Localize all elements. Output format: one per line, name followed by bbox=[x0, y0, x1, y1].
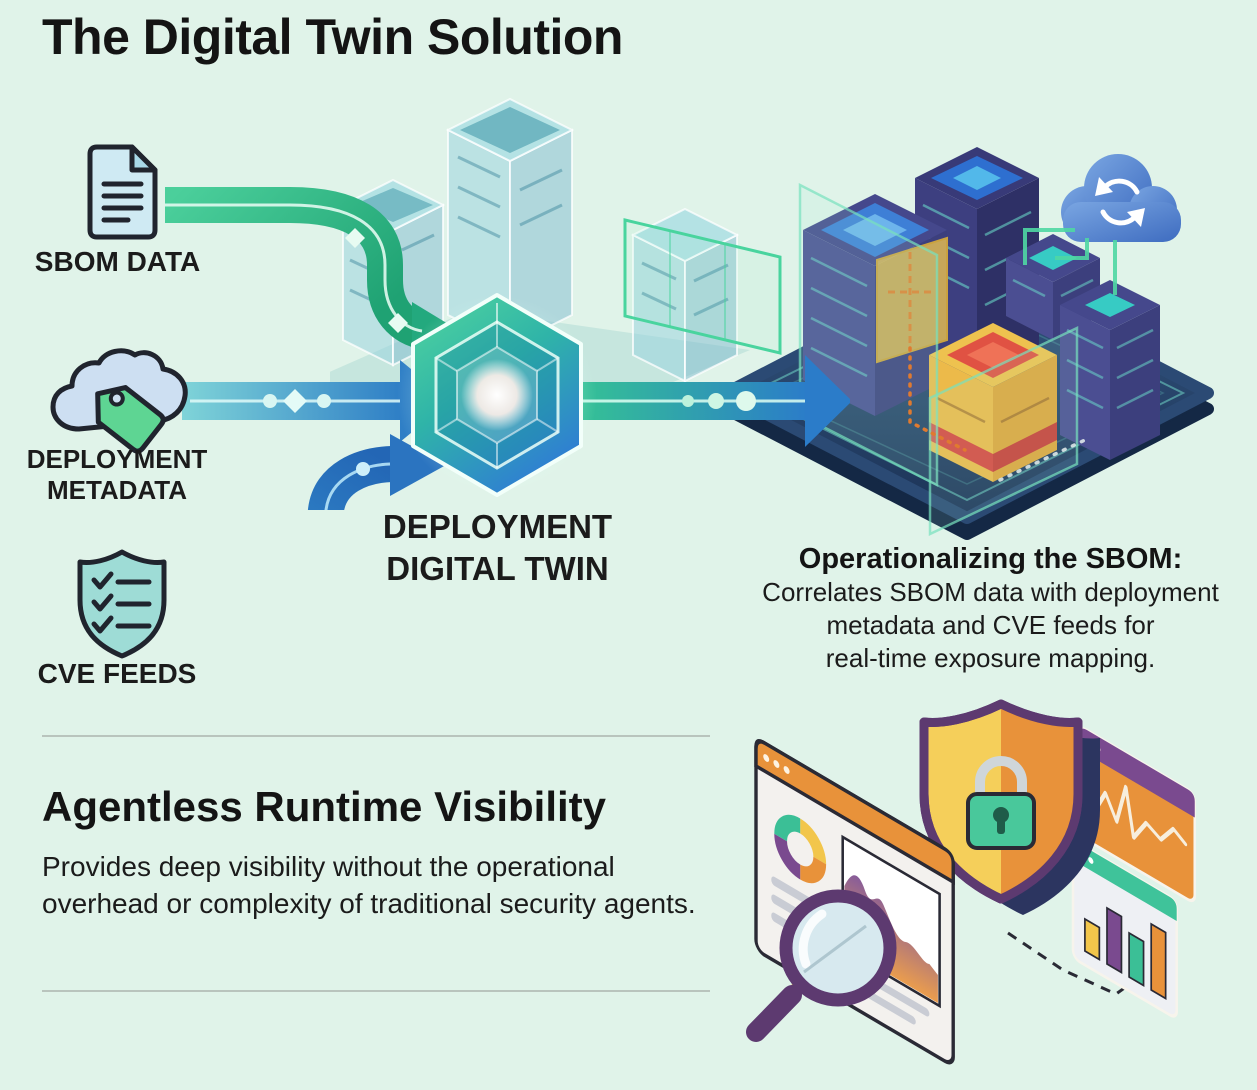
tag-icon bbox=[95, 385, 166, 454]
deployment-label-line1: DEPLOYMENT bbox=[26, 444, 208, 474]
window-titlebar bbox=[754, 739, 955, 885]
flow-arrows-layer bbox=[165, 187, 850, 510]
operationalizing-text-block: Operationalizing the SBOM: Correlates SB… bbox=[733, 543, 1248, 675]
line-chart-glyph bbox=[1088, 784, 1188, 847]
flow-dot bbox=[283, 389, 307, 413]
deployment-label-line2: METADATA bbox=[46, 474, 188, 505]
bar-chart-window bbox=[1071, 841, 1178, 1018]
network-node-glow bbox=[1029, 246, 1077, 270]
page-title: The Digital Twin Solution bbox=[42, 9, 623, 65]
operationalizing-heading: Operationalizing the SBOM: bbox=[798, 543, 1183, 575]
exposure-dotted-trace bbox=[998, 438, 1087, 482]
glass-panel bbox=[928, 326, 1079, 536]
security-shield-icon bbox=[919, 699, 1100, 915]
section-divider bbox=[42, 735, 710, 737]
line-chart-window bbox=[1078, 727, 1197, 903]
agentless-heading: Agentless Runtime Visibility bbox=[42, 783, 607, 830]
network-node-glow bbox=[1085, 293, 1135, 317]
digital-twin-hub-label: DEPLOYMENT DIGITAL TWIN bbox=[350, 506, 645, 589]
document-icon bbox=[87, 144, 158, 240]
operationalizing-line2: metadata and CVE feeds for bbox=[826, 610, 1155, 641]
magnifier-icon bbox=[746, 889, 897, 1042]
flow-dot bbox=[263, 394, 277, 408]
exposure-stack bbox=[929, 323, 1057, 482]
server-tower-right bbox=[1060, 280, 1160, 460]
digital-twin-hexagon-icon bbox=[397, 293, 597, 497]
exposure-trace-line bbox=[888, 252, 933, 348]
flow-dot bbox=[317, 394, 331, 408]
sbom-data-label: SBOM DATA bbox=[34, 246, 201, 277]
window-titlebar bbox=[1073, 842, 1177, 921]
cloud-connector-lines bbox=[1023, 228, 1117, 295]
operationalizing-line3: real-time exposure mapping. bbox=[825, 643, 1156, 674]
hexagon-core-glow bbox=[461, 359, 533, 431]
section-divider bbox=[42, 990, 710, 992]
agentless-body-text: Provides deep visibility without the ope… bbox=[42, 849, 722, 923]
window-titlebar bbox=[1080, 728, 1195, 818]
exposure-dotted-trace bbox=[908, 346, 967, 452]
agentless-body-line2: overhead or complexity of traditional se… bbox=[42, 887, 696, 919]
bar-chart-glyph bbox=[1084, 906, 1167, 1000]
runtime-visibility-illustration bbox=[746, 699, 1197, 1065]
cloud-sync-icon bbox=[1061, 154, 1181, 242]
cloud-tag-icon bbox=[50, 348, 188, 454]
hub-label-line1: DEPLOYMENT bbox=[382, 508, 613, 545]
flow-dot bbox=[356, 462, 370, 476]
cve-feeds-label: CVE FEEDS bbox=[37, 658, 197, 689]
donut-chart-glyph bbox=[774, 814, 827, 884]
flow-dot bbox=[345, 228, 365, 248]
agentless-body-line1: Provides deep visibility without the ope… bbox=[42, 851, 615, 882]
cve-flow-arrow bbox=[307, 434, 446, 510]
hub-label-line2: DIGITAL TWIN bbox=[386, 549, 609, 587]
flow-dot bbox=[388, 313, 408, 333]
exposure-glass-panel bbox=[876, 236, 948, 364]
ghost-wireframe-box bbox=[623, 218, 782, 355]
server-tower-left bbox=[803, 194, 948, 416]
exposure-output-arrow bbox=[570, 355, 850, 447]
shield-checklist-icon bbox=[77, 549, 167, 659]
padlock-icon bbox=[966, 756, 1036, 850]
deployment-metadata-label: DEPLOYMENT METADATA bbox=[12, 444, 222, 505]
operationalizing-line1: Correlates SBOM data with deployment bbox=[762, 577, 1219, 607]
